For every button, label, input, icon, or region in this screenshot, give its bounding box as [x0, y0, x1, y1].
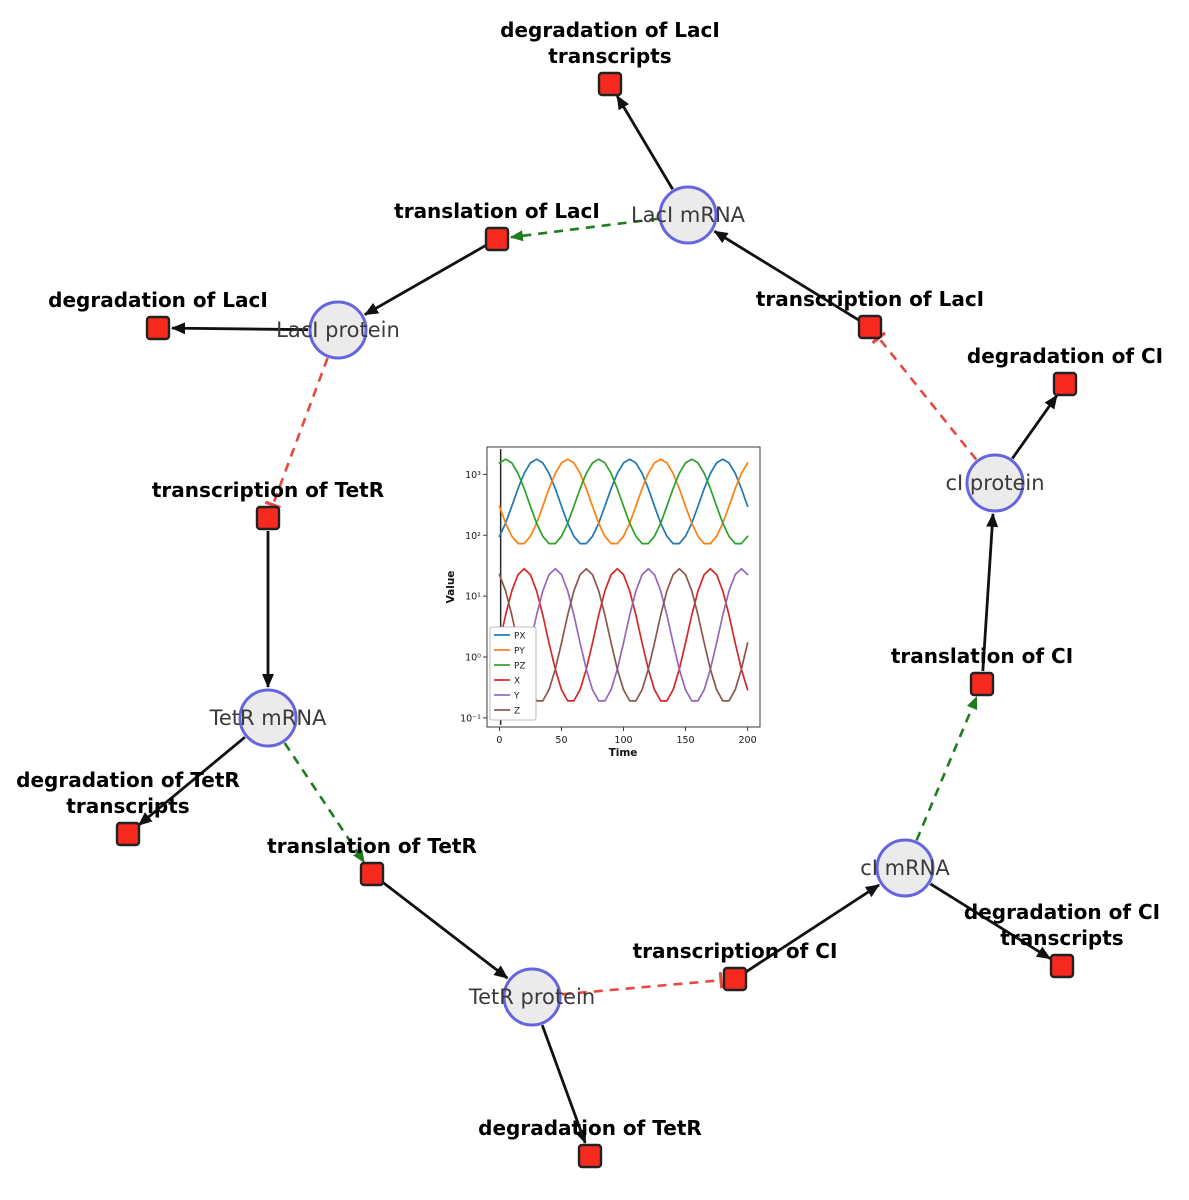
edge-production-translation-laci-laci-protein [364, 244, 487, 316]
species-label-tetr-mrna: TetR mRNA [209, 706, 327, 730]
edge-inhibition-laci-protein-transcription-tetr [264, 357, 329, 510]
reaction-label-transcription-ci: transcription of CI [633, 939, 838, 963]
reaction-node-transcription-ci[interactable] [722, 966, 748, 992]
inset-ylabel: Value [445, 571, 457, 604]
reaction-label-deg-laci-transcripts-line1: degradation of LacI [500, 18, 720, 42]
legend-label-PY: PY [514, 647, 525, 657]
inset-xlabel: Time [609, 747, 638, 759]
series-Y [498, 567, 749, 702]
reaction-label-transcription-tetr: transcription of TetR [152, 478, 384, 502]
edge-consumption-laci-mrna-deg-laci-transcripts [615, 95, 674, 190]
edge-consumption-ci-protein-deg-ci [1011, 394, 1059, 460]
reaction-label-translation-ci: translation of CI [891, 644, 1073, 668]
x-tick-label: 200 [739, 735, 757, 746]
species-node-laci-mrna[interactable] [658, 185, 718, 245]
reaction-node-deg-ci[interactable] [1052, 371, 1078, 397]
edge-inhibition-tetr-protein-transcription-ci [561, 972, 724, 996]
reaction-label-deg-tetr-transcripts-line1: degradation of TetR [16, 768, 240, 792]
species-label-laci-protein: LacI protein [276, 318, 400, 342]
species-node-ci-protein[interactable] [965, 453, 1025, 513]
edge-production-translation-ci-ci-protein [981, 512, 999, 672]
reaction-label-deg-ci-transcripts-line1: degradation of CI [964, 900, 1160, 924]
species-node-ci-mrna[interactable] [875, 838, 935, 898]
edge-consumption-laci-protein-deg-laci [170, 322, 309, 335]
edge-consumption-tetr-mrna-deg-tetr-transcripts [137, 736, 246, 827]
reaction-node-deg-laci[interactable] [145, 315, 171, 341]
reaction-node-deg-tetr-transcripts[interactable] [115, 821, 141, 847]
x-tick-label: 0 [496, 735, 502, 746]
x-tick-label: 150 [676, 735, 694, 746]
species-label-ci-protein: cI protein [945, 471, 1044, 495]
nodes-group [115, 71, 1078, 1169]
legend-box [489, 626, 537, 721]
reaction-label-deg-ci: degradation of CI [967, 344, 1163, 368]
reaction-label-translation-laci: translation of LacI [394, 199, 600, 223]
series-PZ [498, 458, 749, 545]
reaction-label-translation-tetr: translation of TetR [267, 834, 477, 858]
series-PX [498, 458, 749, 545]
y-tick-label: 10¹ [465, 592, 481, 603]
species-label-laci-mrna: LacI mRNA [631, 203, 746, 227]
y-tick-label: 10² [465, 531, 481, 542]
species-node-tetr-protein[interactable] [502, 967, 562, 1027]
series-Z [498, 567, 749, 702]
reaction-label-transcription-laci: transcription of LacI [756, 287, 984, 311]
edge-inhibition-ci-protein-transcription-laci [871, 331, 978, 461]
species-node-tetr-mrna[interactable] [238, 688, 298, 748]
edge-catalysis-laci-mrna-translation-laci [509, 217, 659, 242]
series-PY [498, 458, 749, 545]
edge-catalysis-tetr-mrna-translation-tetr [283, 742, 366, 864]
reaction-node-deg-ci-transcripts[interactable] [1049, 953, 1075, 979]
inset-chart: 10⁻¹ 10⁰ 10¹ 10² 10³ 0 50 100 150 200 PX PY PZ XYZ Ti… [445, 446, 761, 759]
species-label-tetr-protein: TetR protein [468, 985, 595, 1009]
edge-catalysis-ci-mrna-translation-ci [915, 695, 978, 841]
y-tick-label: 10³ [465, 470, 481, 481]
legend-label-Z: Z [514, 707, 520, 717]
reaction-node-transcription-laci[interactable] [857, 314, 883, 340]
y-tick-label: 10⁰ [465, 653, 481, 664]
series-X [498, 567, 749, 702]
reaction-node-deg-laci-transcripts[interactable] [597, 71, 623, 97]
reaction-node-translation-ci[interactable] [969, 671, 995, 697]
edge-production-transcription-ci-ci-mrna [745, 883, 880, 974]
edge-production-transcription-laci-laci-mrna [713, 230, 860, 322]
legend-label-PX: PX [514, 632, 526, 642]
species-label-ci-mrna: cI mRNA [860, 856, 950, 880]
legend-label-Y: Y [513, 692, 520, 702]
reaction-node-transcription-tetr[interactable] [255, 505, 281, 531]
reaction-label-deg-tetr-transcripts-line2: transcripts [66, 794, 189, 818]
reaction-node-deg-tetr[interactable] [577, 1143, 603, 1169]
reaction-label-deg-ci-transcripts-line2: transcripts [1000, 926, 1123, 950]
edge-consumption-tetr-protein-deg-tetr [540, 1024, 587, 1144]
x-tick-label: 100 [614, 735, 632, 746]
reaction-node-translation-laci[interactable] [484, 226, 510, 252]
plot-content: 10⁻¹ 10⁰ 10¹ 10² 10³ 0 50 100 150 200 PX PY PZ XYZ [460, 446, 761, 746]
reaction-label-deg-laci-transcripts-line2: transcripts [548, 44, 671, 68]
edge-production-translation-tetr-tetr-protein [381, 880, 509, 980]
reaction-label-deg-laci: degradation of LacI [48, 288, 268, 312]
legend-label-X: X [514, 677, 520, 687]
legend-label-PZ: PZ [514, 662, 526, 672]
edges-group [137, 95, 1059, 1144]
species-node-laci-protein[interactable] [308, 300, 368, 360]
reaction-node-translation-tetr[interactable] [359, 861, 385, 887]
x-tick-label: 50 [555, 735, 567, 746]
reaction-label-deg-tetr: degradation of TetR [478, 1116, 702, 1140]
edge-consumption-ci-mrna-deg-ci-transcripts [929, 882, 1051, 960]
y-tick-label: 10⁻¹ [460, 713, 481, 724]
